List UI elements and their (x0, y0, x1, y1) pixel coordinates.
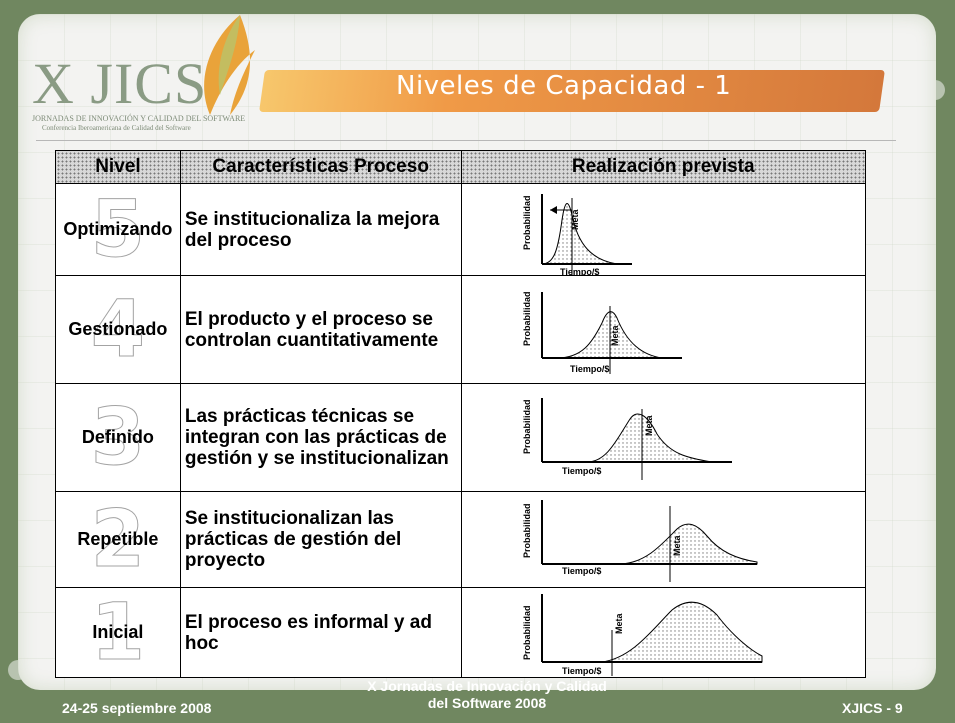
level-cell: 3 Definido (55, 383, 181, 492)
leaf-logo-icon (204, 15, 255, 115)
level-name: Inicial (92, 622, 144, 642)
table-row: 4 Gestionado El producto y el proceso se… (55, 275, 866, 384)
level-cell: 1 Inicial (55, 587, 181, 678)
y-axis-label: Probabilidad (522, 503, 532, 558)
characteristics-cell: El proceso es informal y ad hoc (179, 587, 462, 678)
level-name: Optimizando (63, 219, 173, 239)
level-number: 4 (90, 284, 146, 375)
y-axis-label: Probabilidad (522, 195, 532, 250)
header-caracteristicas: Características Proceso (179, 150, 462, 184)
footer-event-line2: del Software 2008 (427, 695, 547, 711)
table-row: 2 Repetible Se institucionalizan las prá… (55, 491, 866, 588)
distribution-chart: Probabilidad Meta Tiempo/$ (522, 594, 762, 676)
goal-label: Meta (644, 415, 654, 436)
header-nivel: Nivel (55, 150, 181, 184)
level-number: 5 (90, 184, 146, 275)
table-row: 3 Definido Las prácticas técnicas se int… (55, 383, 866, 492)
level-cell: 5 Optimizando (55, 183, 181, 276)
x-axis-label: Tiempo/$ (562, 666, 601, 676)
characteristics-cell: Las prácticas técnicas se integran con l… (179, 383, 462, 492)
distribution-chart: Probabilidad Meta Tiempo/$ (522, 398, 732, 480)
table-header-row: Nivel Características Proceso Realizació… (55, 150, 866, 184)
footer-date: 24-25 septiembre 2008 (62, 700, 212, 716)
capability-levels-table: Nivel Características Proceso Realizació… (55, 150, 866, 678)
goal-label: Meta (570, 209, 580, 230)
level-cell: 4 Gestionado (55, 275, 181, 384)
footer-page-number: XJICS - 9 (842, 700, 903, 716)
characteristics-cell: El producto y el proceso se controlan cu… (179, 275, 462, 384)
goal-label: Meta (672, 535, 682, 556)
level-number: 3 (90, 392, 146, 483)
chart-cell: Probabilidad Meta Tiempo/$ (460, 491, 866, 588)
goal-label: Meta (610, 325, 620, 346)
level-cell: 2 Repetible (55, 491, 181, 588)
level-name: Gestionado (68, 319, 168, 339)
logo-subtitle-2: Conferencia Iberoamericana de Calidad de… (42, 124, 191, 132)
x-axis-label: Tiempo/$ (562, 466, 601, 476)
level-name: Definido (81, 427, 154, 447)
y-axis-label: Probabilidad (522, 399, 532, 454)
header-realizacion: Realización prevista (460, 150, 866, 184)
footer-event-line1: X Jornadas de Innovación y Calidad (367, 678, 607, 694)
characteristics-cell: Se institucionalizan las prácticas de ge… (179, 491, 462, 588)
goal-label: Meta (614, 613, 624, 634)
level-number: 2 (90, 494, 146, 585)
x-axis-label: Tiempo/$ (570, 364, 609, 374)
logo-text: X JICS (32, 51, 208, 116)
chart-cell: Probabilidad Meta Tiempo/$ (460, 587, 866, 678)
y-axis-label: Probabilidad (522, 291, 532, 346)
slide-title: Niveles de Capacidad - 1 (396, 71, 732, 101)
distribution-chart: Probabilidad Meta Tiempo/$ (522, 500, 757, 582)
divider (36, 140, 896, 141)
distribution-chart: Probabilidad Meta Tiempo/$ (522, 194, 632, 276)
logo-subtitle: JORNADAS DE INNOVACIÓN Y CALIDAD DEL SOF… (32, 114, 246, 123)
level-number: 1 (90, 587, 146, 678)
table-row: 1 Inicial El proceso es informal y ad ho… (55, 587, 866, 678)
x-axis-label: Tiempo/$ (562, 566, 601, 576)
x-axis-label: Tiempo/$ (560, 267, 599, 276)
distribution-chart: Probabilidad Meta Tiempo/$ (522, 291, 682, 374)
chart-cell: Probabilidad Meta Tiempo/$ (460, 275, 866, 384)
characteristics-cell: Se institucionaliza la mejora del proces… (179, 183, 462, 276)
table-row: 5 Optimizando Se institucionaliza la mej… (55, 183, 866, 276)
chart-cell: Probabilidad Meta Tiempo/$ (460, 183, 866, 276)
chart-cell: Probabilidad Meta Tiempo/$ (460, 383, 866, 492)
y-axis-label: Probabilidad (522, 605, 532, 660)
level-name: Repetible (77, 529, 159, 549)
